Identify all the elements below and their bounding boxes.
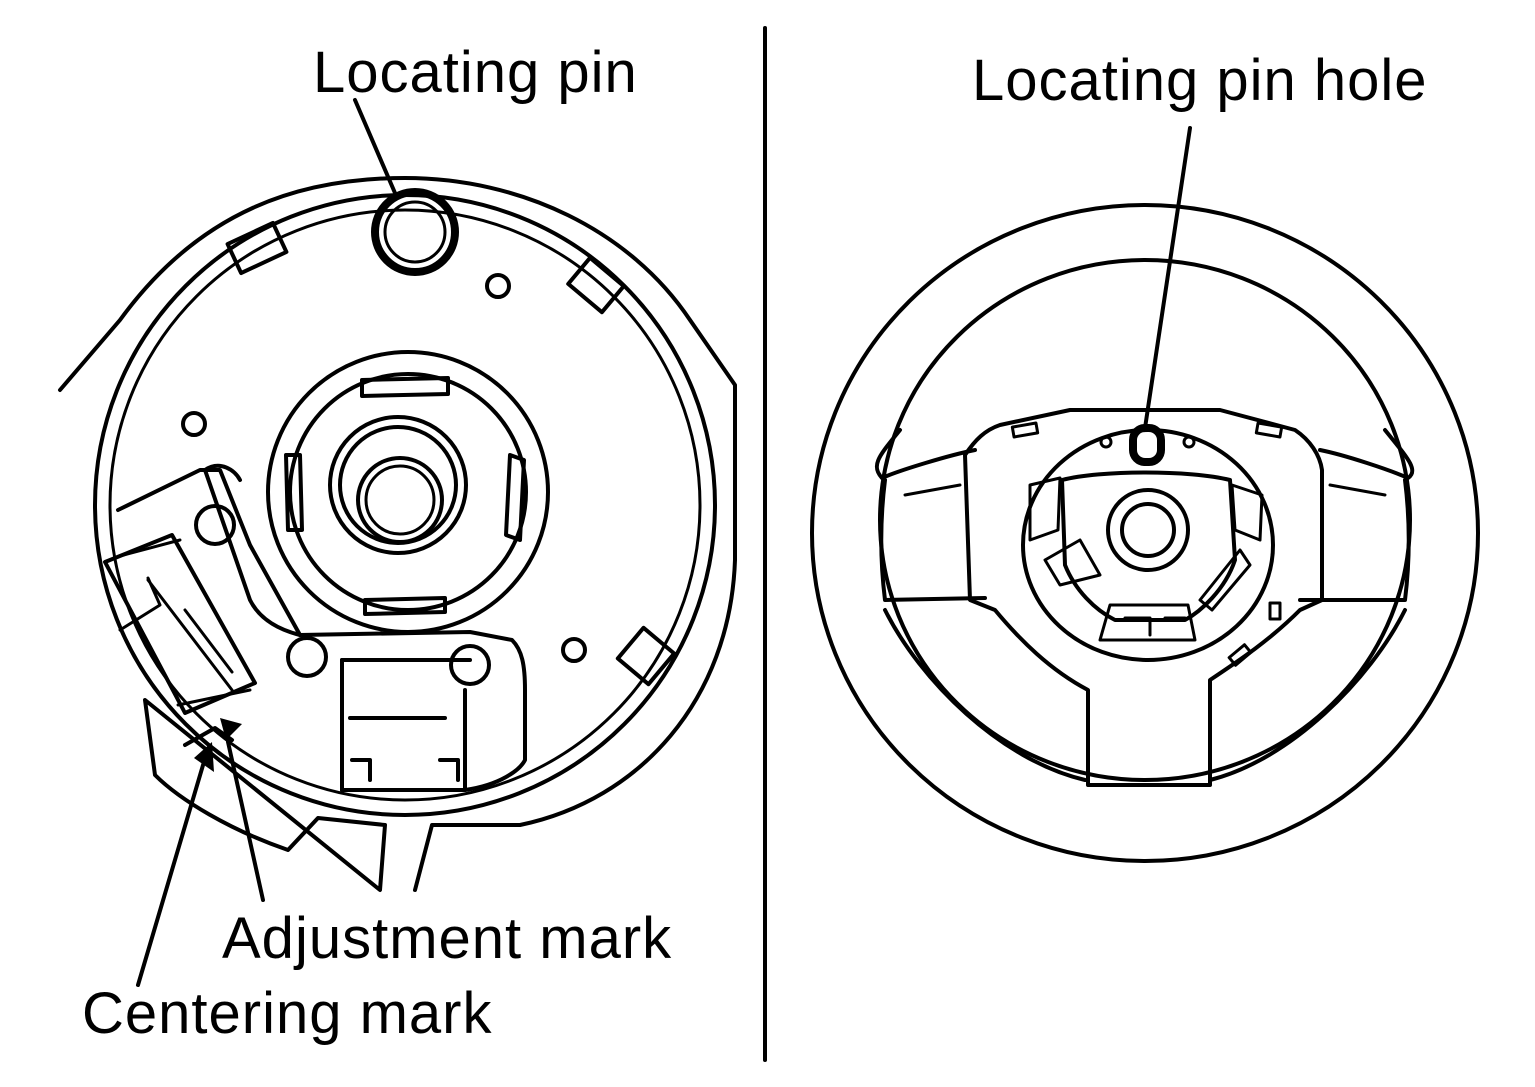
pad-slot bbox=[1254, 421, 1284, 439]
hub-small-hole bbox=[1182, 435, 1196, 449]
adjustment-mark-leader bbox=[226, 740, 265, 902]
locating-pin-leader bbox=[353, 98, 397, 195]
connector-hole bbox=[449, 644, 491, 686]
hub-cutout-left bbox=[1028, 476, 1102, 587]
hub-ring bbox=[328, 415, 468, 555]
spoke-trim bbox=[1328, 483, 1387, 497]
locating-pin-hole bbox=[1129, 424, 1165, 466]
connector-body bbox=[340, 658, 467, 792]
centering-mark-leader bbox=[136, 753, 208, 987]
hub-center bbox=[1120, 502, 1176, 558]
hub-slot bbox=[284, 453, 304, 532]
spiral-cable-housing bbox=[58, 176, 737, 892]
left-connector-block bbox=[103, 533, 257, 715]
hub-small-hole bbox=[1099, 435, 1113, 449]
hub-center-ring bbox=[1106, 488, 1190, 572]
hub-bore-inner bbox=[364, 464, 436, 536]
mount-hole bbox=[485, 273, 511, 299]
rim-tab bbox=[225, 220, 289, 276]
left-connector-detail bbox=[118, 538, 252, 707]
hub-connector bbox=[1098, 603, 1197, 642]
hub-bore bbox=[356, 456, 444, 544]
hub-slot bbox=[363, 596, 447, 616]
mount-hole bbox=[181, 411, 207, 437]
hub-ring bbox=[288, 372, 528, 612]
locating-pin-hole-leader bbox=[1143, 126, 1192, 430]
wheel-rim-inner bbox=[878, 258, 1412, 782]
spiral-cable-rim-inner bbox=[108, 208, 702, 802]
hub-inner-boss bbox=[1060, 470, 1237, 622]
hub-cutout-right bbox=[1198, 483, 1264, 612]
steering-wheel bbox=[810, 126, 1480, 863]
hub-slot bbox=[360, 376, 450, 398]
rim-tab bbox=[566, 255, 626, 315]
connector-housing bbox=[203, 463, 527, 792]
left-connector-frame bbox=[116, 468, 302, 637]
spiral-cable bbox=[58, 98, 737, 987]
pad-slot bbox=[1227, 643, 1253, 667]
label-centering-mark: Centering mark bbox=[82, 981, 492, 1046]
hub-slot bbox=[504, 453, 526, 542]
wheel-rim-outer bbox=[810, 203, 1480, 863]
mark-notch bbox=[183, 726, 234, 747]
wheel-spoke-right bbox=[1298, 428, 1415, 602]
pad-slot bbox=[1268, 601, 1282, 621]
label-adjustment-mark: Adjustment mark bbox=[222, 906, 672, 971]
left-connector-hole bbox=[194, 504, 236, 546]
spoke-lower-left bbox=[883, 608, 1087, 782]
mount-hole bbox=[561, 637, 587, 663]
locating-pin bbox=[371, 188, 459, 276]
spoke-trim bbox=[903, 483, 962, 497]
pad-slot bbox=[1010, 421, 1040, 439]
locating-pin-inner bbox=[383, 200, 447, 264]
connector-hole bbox=[286, 636, 328, 678]
label-locating-pin-hole: Locating pin hole bbox=[972, 48, 1428, 113]
wheel-spoke-left bbox=[874, 428, 987, 602]
rim-tab bbox=[615, 625, 677, 687]
spoke-lower-right bbox=[1208, 608, 1407, 782]
wheel-hub-frame bbox=[963, 408, 1324, 787]
label-locating-pin: Locating pin bbox=[313, 40, 638, 105]
